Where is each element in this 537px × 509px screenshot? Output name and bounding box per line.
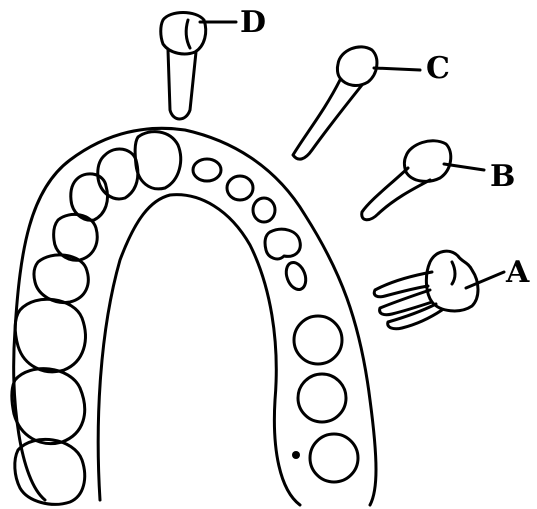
label-line-c	[374, 68, 420, 70]
label-d: D	[240, 5, 266, 40]
label-a: A	[505, 255, 530, 290]
arch-tooth	[15, 299, 85, 371]
label-b: B	[490, 159, 515, 194]
tooth-d-root	[168, 50, 196, 119]
tooth-b-root	[362, 168, 430, 220]
tooth-a-fissure	[452, 262, 455, 284]
tooth-d: D	[161, 5, 266, 119]
label-c: C	[426, 51, 450, 86]
small-dot	[292, 451, 300, 459]
arch-tooth	[265, 229, 300, 259]
arch-tooth	[15, 439, 85, 504]
arch-tooth	[12, 369, 85, 444]
arch-tooth	[34, 255, 88, 303]
arch-tooth	[54, 214, 98, 260]
tooth-c-crown	[337, 47, 377, 86]
tooth-a: A	[374, 251, 530, 329]
arch-teeth-left	[12, 132, 181, 505]
tooth-b-crown	[405, 141, 451, 182]
arch-inner-outline	[98, 195, 300, 505]
tooth-c-root	[293, 80, 362, 159]
label-line-a	[466, 272, 504, 288]
tooth-b: B	[362, 141, 516, 220]
arch-tooth	[253, 198, 275, 222]
arch-tooth	[283, 260, 309, 292]
arch-tooth	[135, 132, 181, 189]
arch-tooth	[294, 316, 342, 364]
arch-tooth	[227, 176, 253, 200]
arch-tooth	[193, 159, 221, 181]
arch-tooth	[98, 149, 138, 199]
arch-tooth	[298, 374, 346, 422]
tooth-d-crown	[161, 13, 206, 54]
arch-tooth	[310, 434, 358, 482]
tooth-d-notch	[186, 20, 190, 48]
